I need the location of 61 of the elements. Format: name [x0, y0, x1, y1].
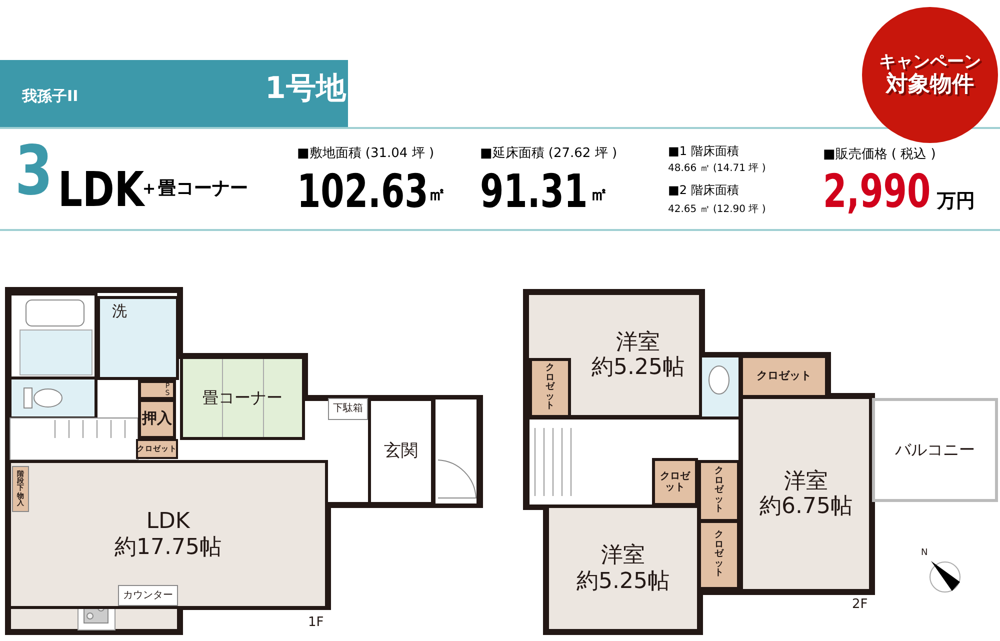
- shoe-cabinet: [328, 398, 368, 420]
- bedroom: [740, 396, 872, 592]
- storage-closet: [12, 466, 29, 512]
- room-label: クロゼット: [546, 364, 554, 412]
- room-label: 下駄箱: [333, 403, 363, 415]
- area-heading: ■敷地面積 (31.04 坪 ): [297, 147, 434, 160]
- room-label: バルコニー: [895, 440, 975, 460]
- price-value: 2,990: [823, 168, 931, 214]
- closet: [652, 458, 698, 506]
- counter: [118, 585, 178, 606]
- tatami-corner: [180, 356, 305, 440]
- room-label: クロゼット: [756, 370, 812, 383]
- pipe-space: [138, 380, 176, 400]
- balcony: [872, 398, 998, 502]
- area-value: 48.66 ㎡ (14.71 坪 ): [668, 164, 766, 174]
- title-banner: [0, 60, 348, 127]
- area-heading: ■1 階床面積: [668, 145, 739, 157]
- badge-text: 対象物件: [886, 72, 974, 98]
- unit-label: ㎡: [428, 186, 446, 204]
- ldk-room: [8, 460, 328, 609]
- room-label: クロゼット: [714, 531, 724, 579]
- lot-number: 1号地: [265, 72, 346, 106]
- area-value: 42.65 ㎡ (12.90 坪 ): [668, 205, 766, 215]
- closet: [138, 399, 176, 439]
- room-label: 洋室: [784, 468, 828, 494]
- bedroom: [526, 292, 702, 418]
- room-label: クロゼット: [659, 470, 691, 494]
- area-value: 102.63: [297, 168, 428, 214]
- room-label: カウンター: [123, 590, 173, 602]
- washroom: [97, 296, 179, 380]
- closet: [740, 355, 828, 398]
- room-area: 約17.75帖: [114, 534, 222, 560]
- closet: [529, 358, 571, 418]
- closet: [698, 520, 740, 590]
- room-count: 3: [15, 138, 53, 206]
- room-label: LDK: [146, 509, 190, 534]
- compass-label: N: [921, 549, 928, 558]
- room-area: 約5.25帖: [576, 568, 670, 594]
- area-heading: ■延床面積 (27.62 坪 ): [480, 147, 618, 160]
- closet: [136, 439, 178, 459]
- entrance: [368, 398, 434, 505]
- room-label: 押入: [142, 410, 172, 428]
- unit-label: 万円: [937, 192, 975, 211]
- room-label: 洗: [112, 303, 127, 320]
- room-label: 洋室: [616, 330, 660, 355]
- price-heading: ■販売価格 ( 税込 ): [823, 148, 936, 161]
- floor-label: 1F: [308, 616, 324, 629]
- bedroom: [546, 505, 700, 632]
- title-text: 我孫子II: [22, 88, 78, 106]
- closet: [698, 460, 740, 522]
- room-label: 洋室: [601, 543, 645, 568]
- room-label: 玄関: [384, 442, 418, 462]
- area-value: 91.31: [480, 168, 588, 214]
- room-label: クロゼット: [714, 467, 724, 515]
- area-heading: ■2 階床面積: [668, 184, 739, 196]
- room-area: 約6.75帖: [760, 494, 852, 520]
- room-label: 畳コーナー: [202, 388, 282, 408]
- room-area: 約5.25帖: [592, 355, 684, 380]
- badge-text: キャンペーン: [879, 52, 981, 72]
- unit-label: ㎡: [590, 186, 608, 204]
- floor-label: 2F: [852, 598, 868, 611]
